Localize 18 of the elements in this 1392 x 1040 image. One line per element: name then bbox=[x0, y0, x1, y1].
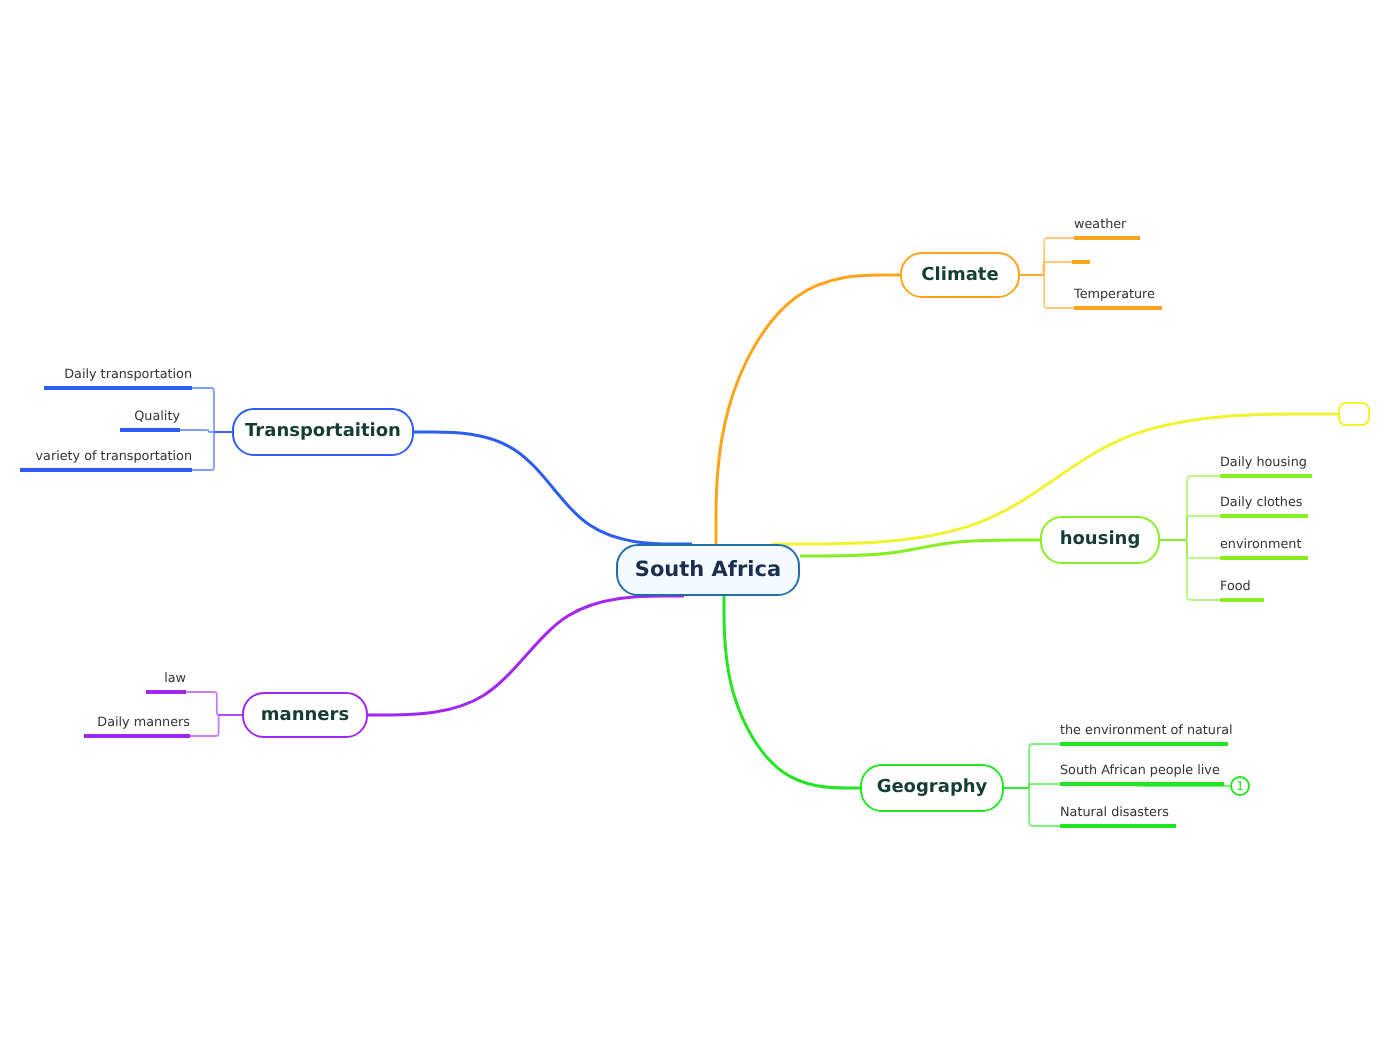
topic-box: Geography bbox=[860, 764, 1004, 812]
topic-box: Transportaition bbox=[232, 408, 414, 456]
central-topic: South Africa bbox=[616, 544, 800, 596]
empty-topic-box bbox=[1338, 402, 1370, 426]
branch-line bbox=[368, 594, 684, 717]
branch-line bbox=[714, 273, 900, 544]
branch-line bbox=[722, 596, 860, 790]
topic-box: housing bbox=[1040, 516, 1160, 564]
branch-line bbox=[1019, 274, 1075, 309]
branch-line bbox=[800, 538, 1040, 558]
branch-line bbox=[191, 431, 233, 471]
branch-line bbox=[414, 430, 692, 546]
branch-line bbox=[772, 412, 1338, 546]
branch-line bbox=[189, 714, 243, 737]
topic-box: manners bbox=[242, 692, 368, 738]
branch-line bbox=[1003, 787, 1061, 827]
branch-line bbox=[1159, 539, 1221, 601]
topic-box: Climate bbox=[900, 252, 1020, 298]
